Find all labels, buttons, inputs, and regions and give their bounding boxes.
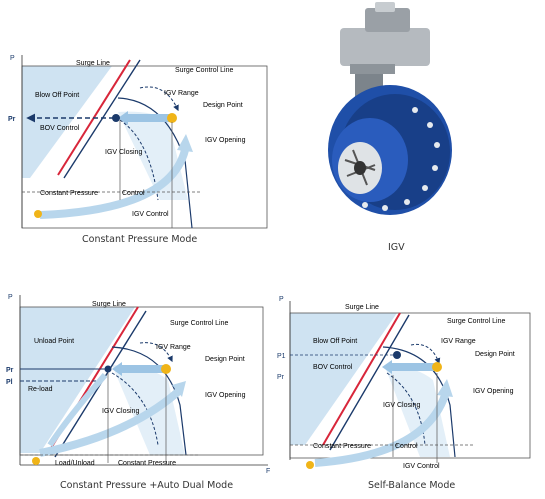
igv-opening-arrow	[314, 393, 449, 467]
igv-closing-curve	[119, 119, 159, 201]
reload-label: Re-load	[28, 386, 53, 393]
axis-p1-label: P1	[277, 353, 286, 360]
surge-line-label: Surge Line	[92, 301, 126, 308]
start-point-marker	[34, 210, 42, 218]
surge-line	[322, 312, 401, 446]
igv-closing-label: IGV Closing	[105, 149, 142, 156]
design-point-marker	[432, 362, 442, 372]
design-point-label: Design Point	[475, 351, 515, 358]
actuator-cap	[375, 2, 395, 12]
actuator-base	[350, 64, 395, 74]
surge-control-line	[63, 59, 141, 179]
constant-pressure-label: Constant Pressure	[118, 460, 176, 467]
igv-closing-arrowhead	[118, 111, 128, 125]
diagram-constant-pressure-mode: P Pr Surge Line Surge Control Line Blow …	[8, 55, 268, 229]
igv-closing-label: IGV Closing	[383, 402, 420, 409]
diagram-constant-pressure-auto-dual-mode: P Pr Pl F Surge Line Surge Control Line …	[6, 294, 270, 475]
unload-point-marker	[104, 365, 112, 373]
actuator-body	[340, 28, 430, 66]
axis-pl-label: Pl	[6, 379, 13, 386]
control-label: Control	[395, 443, 418, 450]
igv-range-label: IGV Range	[164, 90, 199, 97]
axis-p-label: P	[10, 55, 15, 62]
caption-constant-pressure-mode: Constant Pressure Mode	[82, 234, 198, 245]
igv-closing-arrowhead	[382, 360, 392, 374]
operating-region	[22, 66, 112, 178]
design-point-marker	[161, 364, 171, 374]
igv-opening-arrowhead	[177, 134, 193, 152]
igv-range-arc	[139, 342, 173, 363]
actuator-top	[365, 8, 410, 32]
constant-pressure-label: Constant Pressure	[313, 443, 371, 450]
bov-control-label: BOV Control	[313, 364, 353, 371]
surge-control-line	[329, 314, 410, 451]
control-label: Control	[122, 190, 145, 197]
design-point-marker	[167, 113, 177, 123]
igv-closing-label: IGV Closing	[102, 408, 139, 415]
axis-pr-label: Pr	[6, 367, 14, 374]
load-unload-arrow	[47, 373, 108, 447]
igv-closing-arrowhead	[112, 362, 122, 376]
design-point-label: Design Point	[203, 102, 243, 109]
operating-region	[290, 313, 397, 445]
blow-off-point-label: Blow Off Point	[313, 338, 357, 345]
igv-opening-arrowhead	[172, 381, 186, 397]
igv-opening-label: IGV Opening	[205, 137, 246, 144]
igv-opening-arrow	[39, 148, 189, 219]
surge-control-line-label: Surge Control Line	[175, 67, 233, 74]
axis-f-label: F	[266, 468, 270, 475]
axis-pr-label: Pr	[277, 374, 285, 381]
caption-igv: IGV	[388, 242, 405, 253]
igv-opening-arrowhead	[437, 379, 453, 397]
design-point-label: Design Point	[205, 356, 245, 363]
operating-region	[20, 307, 135, 453]
start-point-marker	[306, 461, 314, 469]
caption-auto-dual-mode: Constant Pressure +Auto Dual Mode	[60, 480, 234, 491]
constant-pressure-label: Constant Pressure	[40, 190, 98, 197]
surge-control-line-label: Surge Control Line	[170, 320, 228, 327]
valve-center	[354, 161, 366, 175]
igv-opening-arrow	[39, 387, 183, 457]
igv-valve-illustration	[328, 2, 452, 215]
surge-line-label: Surge Line	[76, 60, 110, 67]
axis-pr-label: Pr	[8, 116, 16, 123]
igv-closing-curve	[111, 372, 159, 446]
igv-control-label: IGV Control	[132, 211, 169, 218]
caption-self-balance-mode: Self-Balance Mode	[368, 480, 456, 491]
igv-range-arc	[410, 343, 441, 365]
blow-off-point-marker	[112, 114, 120, 122]
surge-control-line-label: Surge Control Line	[447, 318, 505, 325]
axis-p-label: P	[8, 294, 13, 301]
blow-off-point-marker	[393, 351, 401, 359]
diagram-self-balance-mode: P P1 Pr Surge Line Surge Control Line Bl…	[277, 296, 531, 470]
igv-opening-label: IGV Opening	[473, 388, 514, 395]
valve-bolts	[362, 107, 440, 211]
unload-point-label: Unload Point	[34, 338, 74, 345]
load-unload-label: Load/Unload	[55, 460, 95, 467]
surge-line-label: Surge Line	[345, 304, 379, 311]
igv-range-label: IGV Range	[441, 338, 476, 345]
blow-off-point-label: Blow Off Point	[35, 92, 79, 99]
start-point-marker	[32, 457, 40, 465]
igv-opening-label: IGV Opening	[205, 392, 246, 399]
axis-p-label: P	[279, 296, 284, 303]
bov-control-label: BOV Control	[40, 125, 80, 132]
igv-range-arc	[139, 86, 179, 112]
igv-range-label: IGV Range	[156, 344, 191, 351]
igv-control-label: IGV Control	[403, 463, 440, 470]
